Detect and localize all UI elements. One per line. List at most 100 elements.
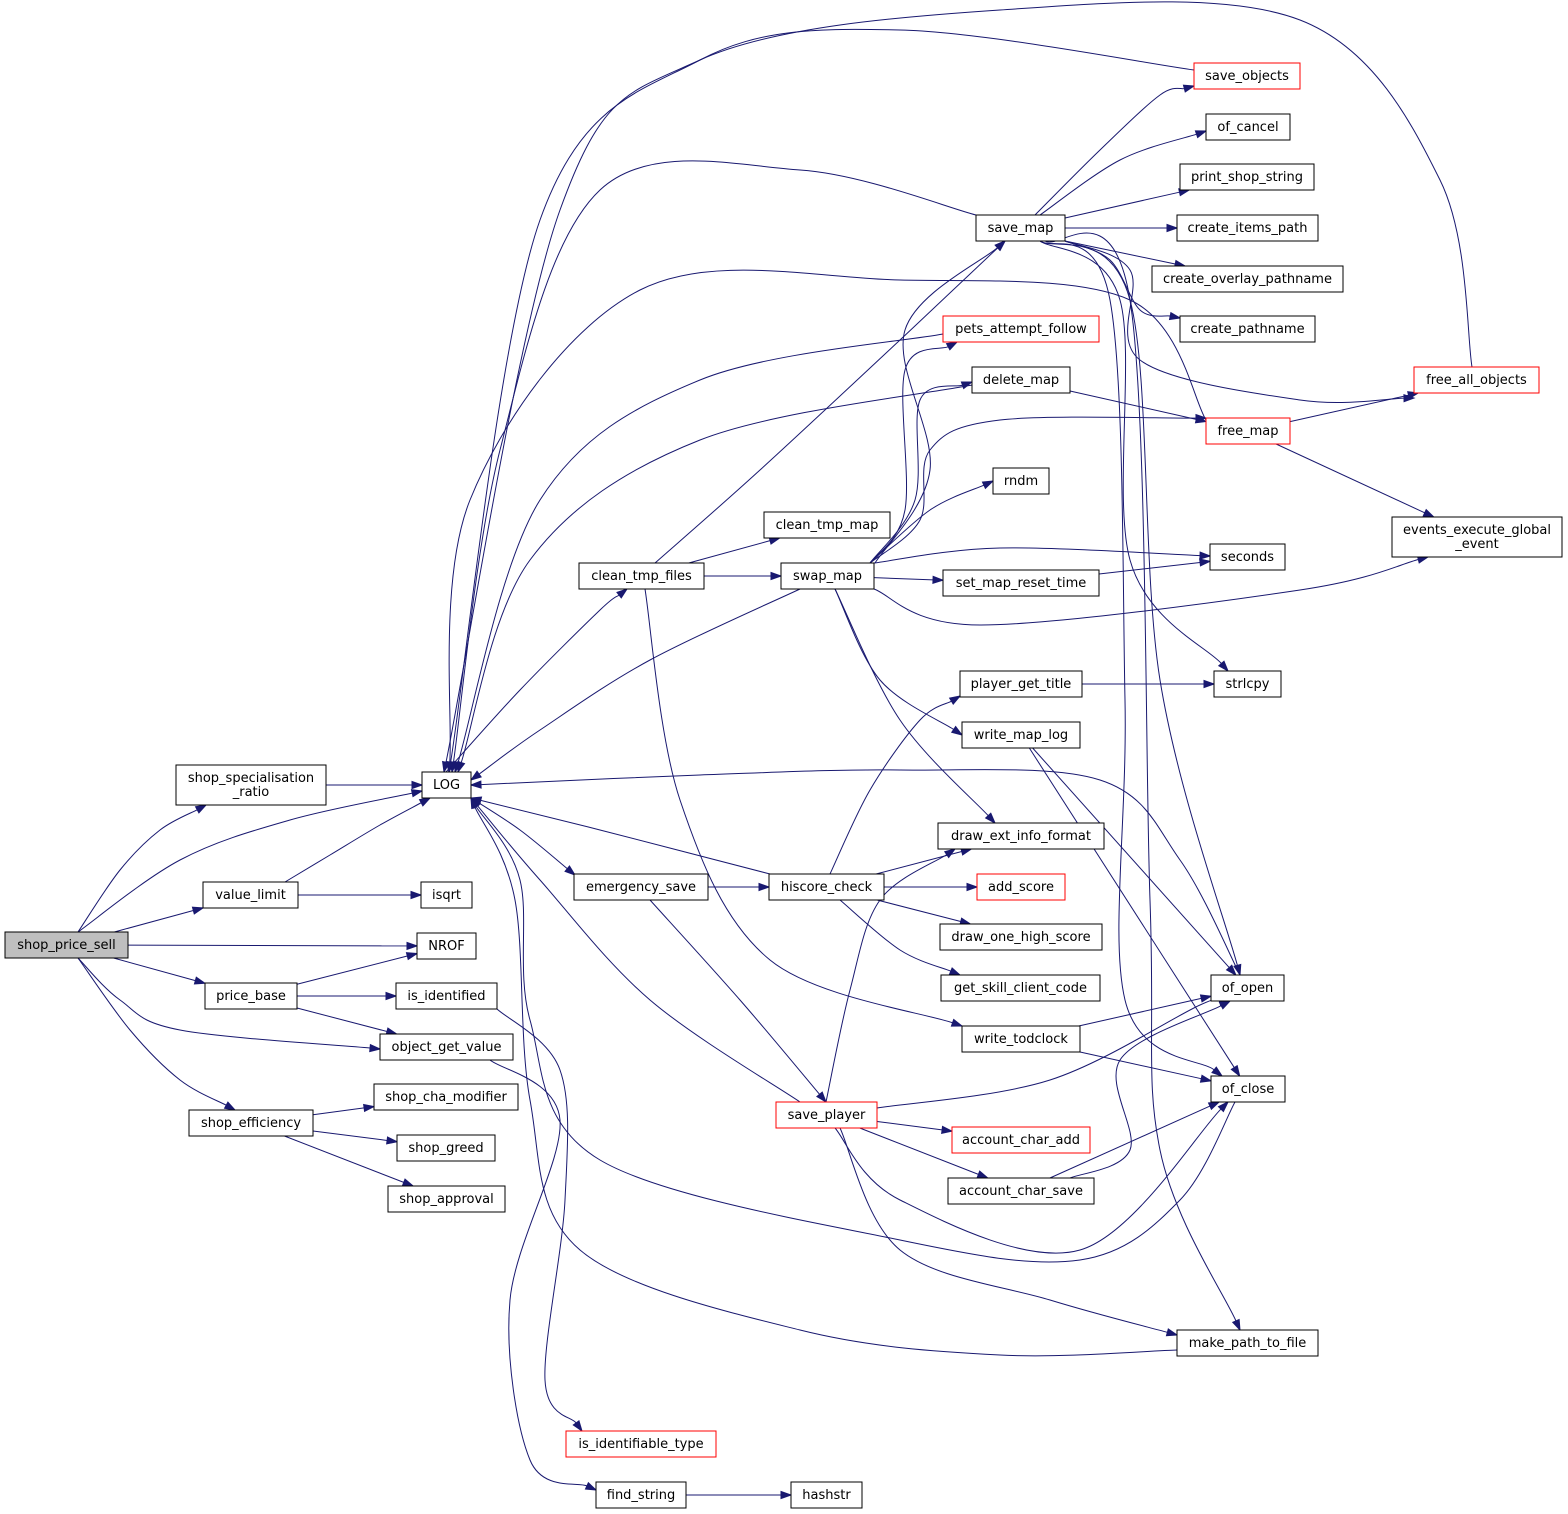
node-box[interactable] (1210, 974, 1285, 1002)
node-box[interactable] (959, 670, 1083, 698)
node-create_pathname[interactable]: create_pathname (1179, 315, 1316, 343)
node-box[interactable] (937, 822, 1105, 850)
node-box[interactable] (961, 1025, 1081, 1053)
node-events_execute_global_event[interactable]: events_execute_global_event (1391, 516, 1563, 558)
node-box[interactable] (1176, 1329, 1319, 1357)
node-player_get_title[interactable]: player_get_title (959, 670, 1083, 698)
node-shop_specialisation_ratio[interactable]: shop_specialisation_ratio (175, 764, 327, 806)
node-of_open[interactable]: of_open (1210, 974, 1285, 1002)
node-box[interactable] (573, 873, 709, 901)
node-box[interactable] (595, 1481, 687, 1509)
node-box[interactable] (790, 1481, 863, 1509)
node-box[interactable] (395, 982, 498, 1010)
node-box[interactable] (1205, 113, 1291, 141)
node-box[interactable] (1209, 543, 1286, 571)
node-box[interactable] (396, 1134, 496, 1162)
node-box[interactable] (975, 214, 1066, 242)
node-shop_greed[interactable]: shop_greed (396, 1134, 496, 1162)
node-box[interactable] (416, 932, 477, 960)
node-seconds[interactable]: seconds (1209, 543, 1286, 571)
node-account_char_add[interactable]: account_char_add (951, 1126, 1091, 1154)
node-box[interactable] (421, 771, 472, 799)
node-box[interactable] (940, 974, 1101, 1002)
node-find_string[interactable]: find_string (595, 1481, 687, 1509)
node-box[interactable] (1210, 1075, 1286, 1103)
node-save_map[interactable]: save_map (975, 214, 1066, 242)
node-box[interactable] (188, 1109, 314, 1137)
node-emergency_save[interactable]: emergency_save (573, 873, 709, 901)
node-box[interactable] (763, 511, 891, 539)
node-value_limit[interactable]: value_limit (202, 881, 299, 909)
node-clean_tmp_files[interactable]: clean_tmp_files (578, 562, 705, 590)
node-box[interactable] (951, 1126, 1091, 1154)
node-box[interactable] (4, 931, 129, 959)
node-print_shop_string[interactable]: print_shop_string (1179, 163, 1315, 191)
node-box[interactable] (1179, 163, 1315, 191)
node-box[interactable] (420, 881, 473, 909)
node-clean_tmp_map[interactable]: clean_tmp_map (763, 511, 891, 539)
node-box[interactable] (976, 873, 1066, 901)
node-swap_map[interactable]: swap_map (780, 562, 875, 590)
node-box[interactable] (1213, 670, 1282, 698)
node-box[interactable] (775, 1101, 878, 1129)
node-of_close[interactable]: of_close (1210, 1075, 1286, 1103)
node-hashstr[interactable]: hashstr (790, 1481, 863, 1509)
node-set_map_reset_time[interactable]: set_map_reset_time (942, 569, 1100, 597)
node-box[interactable] (578, 562, 705, 590)
node-box[interactable] (1205, 417, 1291, 445)
node-box[interactable] (971, 366, 1071, 394)
node-box[interactable] (1391, 516, 1563, 558)
node-strlcpy[interactable]: strlcpy (1213, 670, 1282, 698)
node-box[interactable] (942, 569, 1100, 597)
node-box[interactable] (1193, 62, 1301, 90)
node-box[interactable] (768, 873, 885, 901)
node-make_path_to_file[interactable]: make_path_to_file (1176, 1329, 1319, 1357)
node-price_base[interactable]: price_base (204, 982, 298, 1010)
node-hiscore_check[interactable]: hiscore_check (768, 873, 885, 901)
node-write_map_log[interactable]: write_map_log (961, 721, 1081, 749)
node-box[interactable] (204, 982, 298, 1010)
node-NROF[interactable]: NROF (416, 932, 477, 960)
node-box[interactable] (175, 764, 327, 806)
node-box[interactable] (565, 1430, 717, 1458)
node-of_cancel[interactable]: of_cancel (1205, 113, 1291, 141)
node-get_skill_client_code[interactable]: get_skill_client_code (940, 974, 1101, 1002)
node-pets_attempt_follow[interactable]: pets_attempt_follow (942, 315, 1100, 343)
node-draw_ext_info_format[interactable]: draw_ext_info_format (937, 822, 1105, 850)
node-box[interactable] (942, 315, 1100, 343)
node-free_map[interactable]: free_map (1205, 417, 1291, 445)
node-save_player[interactable]: save_player (775, 1101, 878, 1129)
node-write_todclock[interactable]: write_todclock (961, 1025, 1081, 1053)
node-box[interactable] (1413, 366, 1540, 394)
node-shop_cha_modifier[interactable]: shop_cha_modifier (373, 1083, 519, 1111)
node-LOG[interactable]: LOG (421, 771, 472, 799)
node-shop_price_sell[interactable]: shop_price_sell (4, 931, 129, 959)
node-is_identified[interactable]: is_identified (395, 982, 498, 1010)
node-box[interactable] (373, 1083, 519, 1111)
node-shop_approval[interactable]: shop_approval (387, 1185, 506, 1213)
node-box[interactable] (1151, 265, 1344, 293)
node-rndm[interactable]: rndm (992, 467, 1050, 495)
node-isqrt[interactable]: isqrt (420, 881, 473, 909)
node-shop_efficiency[interactable]: shop_efficiency (188, 1109, 314, 1137)
node-box[interactable] (961, 721, 1081, 749)
node-box[interactable] (939, 923, 1103, 951)
node-object_get_value[interactable]: object_get_value (379, 1033, 514, 1061)
node-account_char_save[interactable]: account_char_save (947, 1177, 1095, 1205)
node-create_items_path[interactable]: create_items_path (1176, 214, 1319, 242)
node-add_score[interactable]: add_score (976, 873, 1066, 901)
node-box[interactable] (387, 1185, 506, 1213)
node-delete_map[interactable]: delete_map (971, 366, 1071, 394)
node-box[interactable] (780, 562, 875, 590)
node-free_all_objects[interactable]: free_all_objects (1413, 366, 1540, 394)
node-box[interactable] (379, 1033, 514, 1061)
node-is_identifiable_type[interactable]: is_identifiable_type (565, 1430, 717, 1458)
node-box[interactable] (1176, 214, 1319, 242)
node-draw_one_high_score[interactable]: draw_one_high_score (939, 923, 1103, 951)
node-create_overlay_pathname[interactable]: create_overlay_pathname (1151, 265, 1344, 293)
node-box[interactable] (1179, 315, 1316, 343)
node-save_objects[interactable]: save_objects (1193, 62, 1301, 90)
node-box[interactable] (202, 881, 299, 909)
node-box[interactable] (947, 1177, 1095, 1205)
node-box[interactable] (992, 467, 1050, 495)
